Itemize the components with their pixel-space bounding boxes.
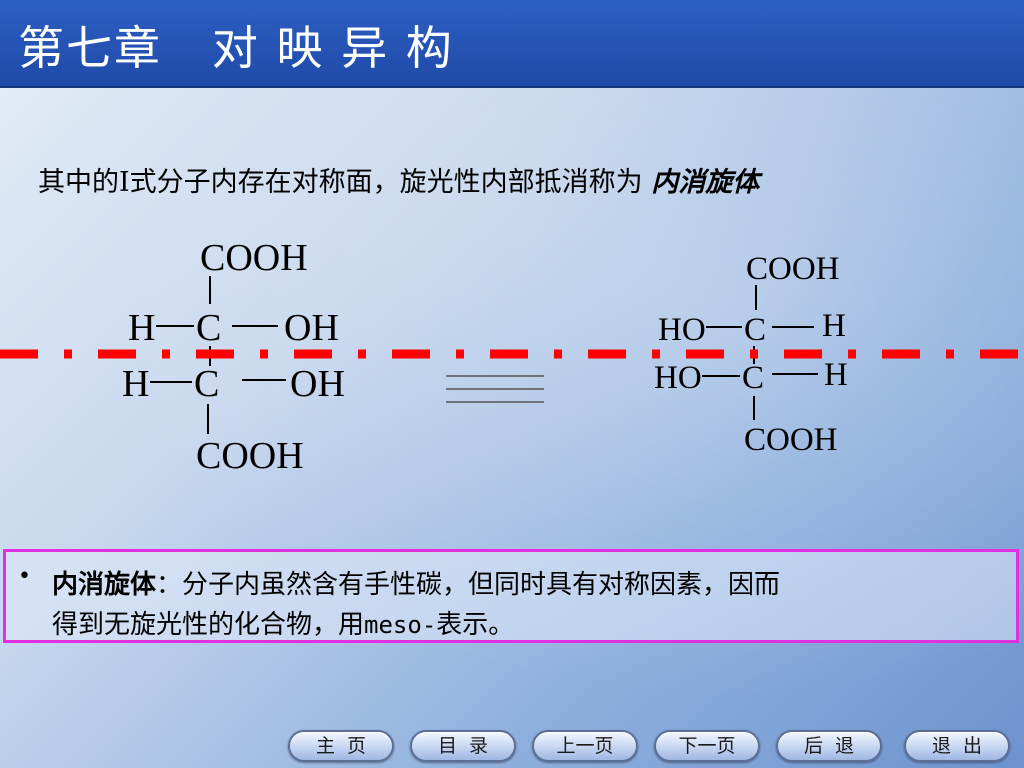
definition-colon: ：	[156, 570, 183, 600]
next-page-button[interactable]: 下一页	[654, 730, 760, 762]
definition-term: 内消旋体	[52, 570, 157, 600]
bullet-icon: •	[18, 564, 31, 589]
prev-page-button[interactable]: 上一页	[532, 730, 638, 762]
slide-title: 第七章 对 映 异 构	[18, 21, 454, 75]
home-button[interactable]: 主 页	[288, 730, 394, 762]
meso-prefix: meso-	[364, 611, 437, 639]
exit-button[interactable]: 退 出	[904, 730, 1010, 762]
intro-sentence: 其中的Ⅰ式分子内存在对称面，旋光性内部抵消称为	[38, 167, 652, 198]
intro-text: 其中的Ⅰ式分子内存在对称面，旋光性内部抵消称为 内消旋体	[38, 160, 759, 199]
back-button[interactable]: 后 退	[776, 730, 882, 762]
intro-emphasis: 内消旋体	[651, 167, 760, 198]
definition-line-2: 得到无旋光性的化合物，用meso-表示。	[52, 604, 514, 641]
definition-text-2a: 得到无旋光性的化合物，用	[52, 610, 365, 640]
contents-button[interactable]: 目 录	[410, 730, 516, 762]
definition-text-1: 分子内虽然含有手性碳，但同时具有对称因素，因而	[182, 570, 781, 600]
definition-box: • 内消旋体：分子内虽然含有手性碳，但同时具有对称因素，因而 得到无旋光性的化合…	[3, 549, 1019, 643]
title-bar: 第七章 对 映 异 构	[0, 0, 1024, 88]
definition-text-2b: 表示。	[436, 610, 515, 640]
definition-line-1: 内消旋体：分子内虽然含有手性碳，但同时具有对称因素，因而	[52, 564, 780, 601]
navigation-bar: 主 页 目 录 上一页 下一页 后 退 退 出	[0, 722, 1024, 768]
